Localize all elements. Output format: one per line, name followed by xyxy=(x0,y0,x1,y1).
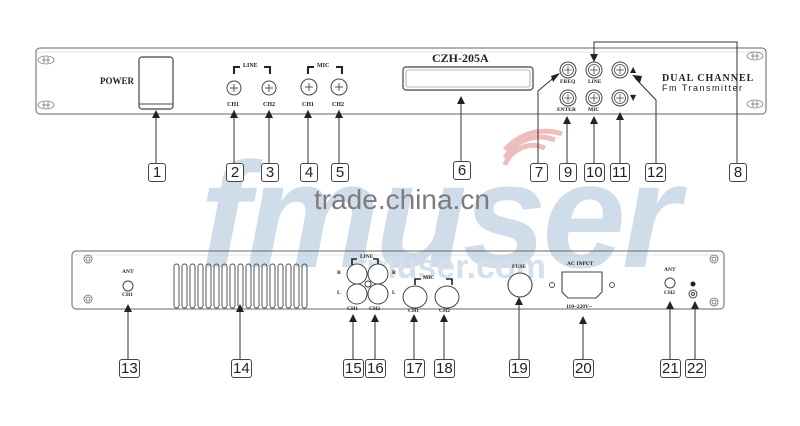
line-button-label: LINE xyxy=(588,79,602,85)
rear-line-r-left: R xyxy=(337,270,341,276)
callout-4: 4 xyxy=(300,163,318,182)
front-leader-lines xyxy=(155,41,738,165)
mic-button-label: MIC xyxy=(588,107,600,113)
watermark-trade-site: trade.china.cn xyxy=(314,184,490,215)
model-label: CZH-205A xyxy=(432,51,489,65)
callout-7: 7 xyxy=(530,163,548,182)
rear-line-r-right: R xyxy=(392,270,396,276)
up-arrow-icon: ▲ xyxy=(630,65,637,74)
ventilation-slots xyxy=(173,263,308,309)
rear-arrowheads xyxy=(124,297,699,324)
callout-21: 21 xyxy=(660,359,681,378)
brand-line1: DUAL CHANNEL xyxy=(662,73,755,84)
fuse-label: FUSE xyxy=(512,264,527,270)
callout-9: 9 xyxy=(559,163,577,182)
down-arrow-icon: ▼ xyxy=(630,93,637,102)
rear-line-ch1-label: CH1 xyxy=(347,306,358,312)
rear-mic-group-label: MIC xyxy=(423,275,435,281)
rear-panel xyxy=(71,250,725,310)
callout-14: 14 xyxy=(231,359,252,378)
rear-mic-ch1-label: CH1 xyxy=(408,308,419,314)
callout-16: 16 xyxy=(365,359,386,378)
callout-6: 6 xyxy=(453,161,471,180)
callout-8: 8 xyxy=(729,163,747,182)
ant-ch2-top-label: ANT xyxy=(664,267,676,273)
rear-line-ch2-label: CH2 xyxy=(369,306,380,312)
callout-15: 15 xyxy=(343,359,364,378)
callout-22: 22 xyxy=(685,359,706,378)
front-mic-ch1-label: CH1 xyxy=(302,102,314,108)
front-panel xyxy=(35,47,767,115)
callout-1: 1 xyxy=(148,163,166,182)
callout-18: 18 xyxy=(434,359,455,378)
front-line-group-label: LINE xyxy=(243,63,258,69)
power-label: POWER xyxy=(100,76,135,86)
power-switch xyxy=(138,56,174,110)
callout-11: 11 xyxy=(610,163,630,182)
callout-17: 17 xyxy=(404,359,425,378)
rear-line-l-left: L xyxy=(337,290,341,296)
rear-line-group-label: LINE xyxy=(360,254,374,260)
rear-mic-ch2-label: CH2 xyxy=(439,308,450,314)
rack-screw-icon xyxy=(37,51,764,110)
enter-button-label: ENTER xyxy=(557,107,576,113)
ant-ch1-top-label: ANT xyxy=(122,269,134,275)
ac-voltage-label: 110~220V~ xyxy=(566,304,592,310)
callout-12: 12 xyxy=(645,163,666,182)
callout-10: 10 xyxy=(584,163,605,182)
ant-ch1-bottom-label: CH1 xyxy=(122,292,133,298)
ant-ch2-bottom-label: CH2 xyxy=(664,290,675,296)
front-line-ch1-label: CH1 xyxy=(227,102,239,108)
callout-5: 5 xyxy=(331,163,349,182)
front-mic-ch2-label: CH2 xyxy=(332,102,344,108)
callout-20: 20 xyxy=(573,359,594,378)
callout-13: 13 xyxy=(119,359,140,378)
lcd-display xyxy=(402,66,534,91)
brand-line2: Fm Transmitter xyxy=(662,83,744,93)
ac-input-label: AC INPUT xyxy=(567,261,594,267)
front-mic-group-label: MIC xyxy=(317,63,330,69)
rear-leader-lines xyxy=(127,300,696,360)
front-line-ch2-label: CH2 xyxy=(263,102,275,108)
freq-button-label: FREQ xyxy=(560,79,576,85)
callout-3: 3 xyxy=(261,163,279,182)
callout-19: 19 xyxy=(509,359,530,378)
rear-line-l-right: L xyxy=(392,290,396,296)
callout-2: 2 xyxy=(226,163,244,182)
front-arrowheads xyxy=(152,54,642,124)
